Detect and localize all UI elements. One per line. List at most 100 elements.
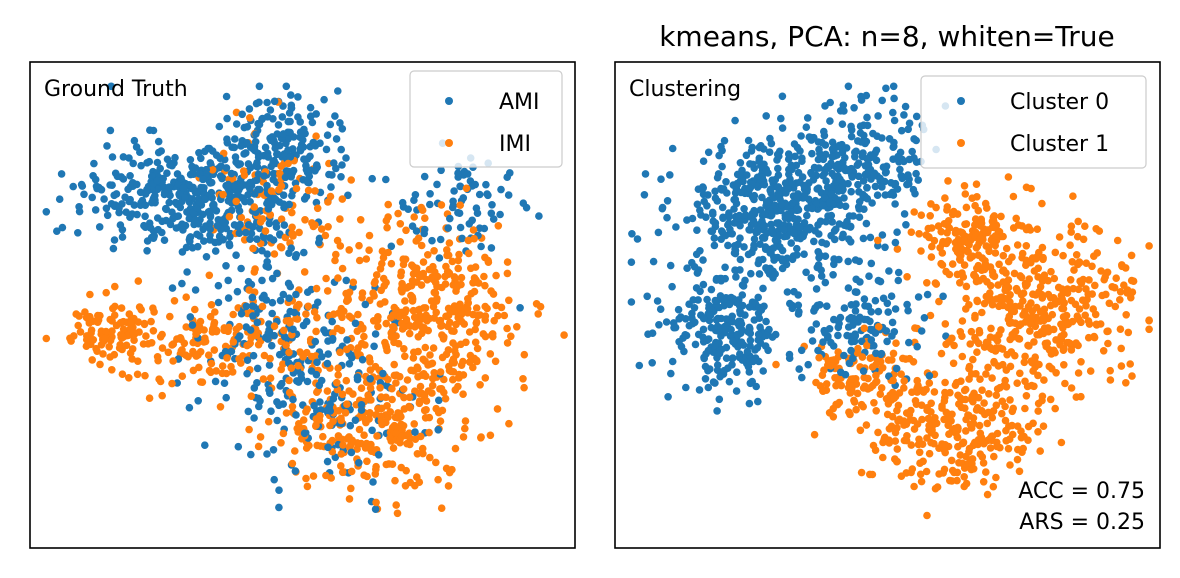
scatter-point (975, 421, 984, 430)
scatter-point (200, 237, 208, 245)
scatter-point (288, 459, 297, 468)
scatter-point (1021, 404, 1029, 413)
scatter-point (865, 272, 873, 281)
scatter-point (346, 421, 355, 430)
scatter-point (252, 130, 260, 138)
scatter-point (282, 341, 290, 350)
scatter-point (829, 342, 838, 350)
scatter-point (154, 225, 162, 234)
scatter-point (958, 332, 966, 341)
scatter-point (925, 372, 934, 380)
scatter-point (855, 205, 863, 213)
scatter-point (958, 352, 967, 361)
scatter-point (843, 217, 851, 226)
scatter-point (431, 289, 440, 297)
scatter-point (1111, 302, 1120, 311)
scatter-point (755, 157, 763, 165)
scatter-point (266, 211, 275, 219)
scatter-point (1088, 262, 1096, 271)
scatter-point (775, 152, 783, 160)
scatter-point (254, 394, 263, 403)
scatter-point (55, 195, 64, 203)
scatter-point (331, 453, 340, 462)
scatter-point (720, 136, 729, 145)
scatter-point (445, 468, 454, 477)
scatter-point (132, 143, 141, 151)
scatter-point (808, 204, 816, 213)
scatter-point (356, 216, 365, 224)
scatter-point (1067, 222, 1076, 230)
scatter-point (371, 330, 380, 338)
scatter-point (971, 215, 980, 223)
scatter-point (426, 351, 434, 359)
scatter-point (931, 279, 940, 287)
scatter-point (736, 159, 745, 167)
scatter-point (834, 348, 842, 356)
scatter-point (715, 349, 724, 358)
scatter-point (1022, 225, 1031, 234)
scatter-point (1041, 339, 1050, 348)
scatter-point (859, 177, 868, 185)
scatter-point (690, 263, 699, 271)
scatter-point (627, 258, 636, 267)
scatter-point (760, 210, 769, 219)
scatter-point (819, 386, 827, 395)
scatter-point (503, 269, 512, 278)
scatter-point (727, 325, 735, 334)
scatter-point (995, 302, 1003, 311)
scatter-point (750, 244, 758, 252)
scatter-point (91, 206, 100, 214)
scatter-point (663, 197, 672, 205)
scatter-point (824, 361, 832, 370)
scatter-point (379, 369, 387, 378)
scatter-point (433, 272, 442, 281)
scatter-point (699, 256, 707, 264)
scatter-point (486, 431, 495, 440)
scatter-point (288, 402, 297, 411)
scatter-point (432, 297, 441, 305)
scatter-point (1035, 288, 1043, 296)
scatter-point (69, 182, 77, 191)
scatter-point (186, 313, 195, 321)
scatter-point (220, 379, 229, 388)
scatter-point (721, 322, 729, 331)
scatter-point (1015, 321, 1023, 330)
scatter-point (950, 468, 958, 477)
scatter-point (278, 113, 287, 121)
scatter-point (244, 160, 253, 168)
scatter-point (185, 181, 193, 189)
scatter-point (232, 251, 240, 259)
scatter-point (895, 415, 904, 424)
scatter-point (719, 214, 727, 222)
scatter-point (986, 444, 995, 452)
scatter-point (818, 201, 827, 210)
scatter-point (1025, 258, 1034, 266)
scatter-point (125, 374, 133, 382)
scatter-point (360, 471, 368, 480)
scatter-point (897, 472, 906, 481)
scatter-point (368, 426, 376, 435)
scatter-point (840, 351, 848, 360)
scatter-point (948, 477, 956, 485)
scatter-point (961, 220, 969, 229)
scatter-point (290, 308, 299, 317)
scatter-point (480, 224, 489, 233)
scatter-point (244, 221, 253, 229)
scatter-point (1118, 262, 1126, 271)
scatter-point (1040, 376, 1048, 384)
scatter-point (297, 370, 305, 379)
scatter-point (83, 332, 91, 340)
scatter-point (109, 304, 117, 313)
scatter-point (230, 221, 239, 229)
scatter-point (1103, 327, 1111, 336)
scatter-point (814, 346, 822, 355)
scatter-point (239, 167, 248, 175)
scatter-point (847, 187, 855, 196)
scatter-point (1093, 249, 1101, 257)
scatter-point (890, 94, 898, 103)
scatter-point (1006, 461, 1014, 469)
scatter-point (860, 131, 868, 140)
scatter-point (1038, 277, 1047, 285)
scatter-point (754, 330, 763, 339)
scatter-point (813, 185, 821, 193)
